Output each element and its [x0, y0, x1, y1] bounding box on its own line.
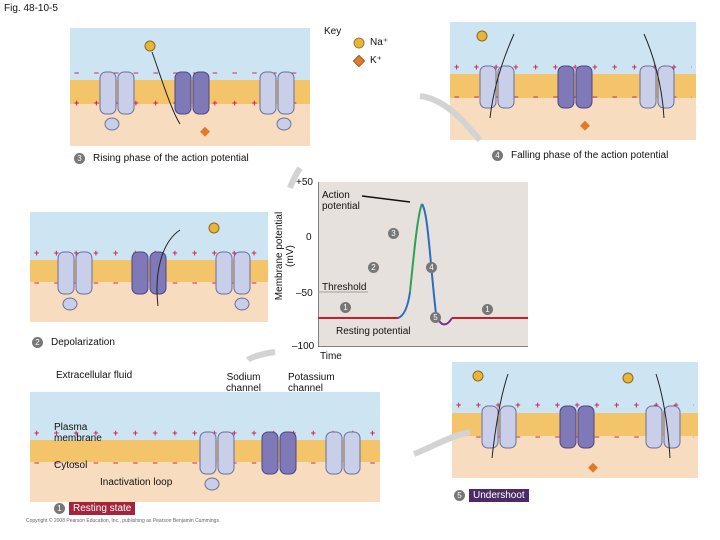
step-5-label: 5 Undershoot	[454, 489, 529, 502]
action-label-line2: potential	[322, 201, 360, 212]
phase-mark-2: 2	[368, 262, 379, 273]
sodium-channel-line1: Sodium	[226, 372, 261, 383]
step-1-text: Resting state	[69, 502, 136, 515]
channel-diagram-falling	[476, 30, 675, 131]
potassium-channel-label: Potassium channel	[288, 372, 335, 394]
potassium-channel-line2: channel	[288, 383, 324, 394]
action-potential-graph	[318, 182, 528, 347]
step-3-label: 3 Rising phase of the action potential	[74, 152, 253, 165]
potassium-channel-line1: Potassium	[288, 372, 335, 383]
step-4-number: 4	[492, 150, 503, 161]
action-potential-label: Action potential	[322, 190, 360, 212]
plasma-membrane-line2: membrane	[54, 433, 102, 444]
copyright: Copyright © 2008 Pearson Education, Inc.…	[26, 518, 221, 524]
y-axis-label-line2: (mV)	[285, 245, 296, 267]
phase-mark-1b: 1	[482, 304, 493, 315]
phase-mark-3: 3	[388, 228, 399, 239]
panel-falling: + + + + + + + + + + + + + + + + + + − − …	[450, 22, 696, 140]
step-3-text: Rising phase of the action potential	[93, 153, 249, 164]
y-axis-label: Membrane potential (mV)	[274, 196, 296, 316]
channel-diagram-depolarization	[57, 222, 251, 311]
x-axis-label: Time	[320, 351, 342, 362]
tick-minus100: –100	[292, 341, 315, 352]
step-4-label: 4 Falling phase of the action potential	[492, 149, 672, 162]
potassium-ion-icon	[352, 54, 366, 68]
tick-plus50: +50	[296, 177, 313, 188]
falling-curve	[421, 203, 437, 315]
panel-depolarization: + + + + + + + + + + + + + + + + + + − − …	[30, 212, 268, 322]
step-1-number: 1	[54, 503, 65, 514]
action-potential-pointer	[361, 195, 411, 203]
sodium-channel-label: Sodium channel	[226, 372, 261, 394]
legend-title: Key	[324, 26, 342, 37]
sodium-ion-icon	[353, 37, 365, 49]
step-2-text: Depolarization	[51, 337, 115, 348]
y-axis-label-line1: Membrane potential	[274, 211, 285, 301]
phase-mark-4: 4	[426, 262, 437, 273]
panel-rising: − − − − − − − − − − − − − − − − − − + + …	[70, 28, 310, 146]
step-1-label: 1 Resting state	[54, 502, 136, 515]
resting-potential-label: Resting potential	[336, 326, 411, 337]
extracellular-fluid-label: Extracellular fluid	[56, 370, 133, 381]
step-2-number: 2	[32, 337, 43, 348]
action-label-line1: Action	[322, 190, 350, 201]
rising-curve	[409, 203, 423, 293]
legend: Key Na⁺ K⁺	[322, 26, 402, 78]
legend-potassium: K⁺	[370, 55, 382, 66]
step-4-text: Falling phase of the action potential	[511, 150, 669, 161]
step-5-number: 5	[454, 490, 465, 501]
step-2-label: 2 Depolarization	[32, 336, 119, 349]
plasma-membrane-label: Plasma membrane	[54, 422, 102, 444]
step-5-text: Undershoot	[469, 489, 529, 502]
tick-minus50: –50	[296, 288, 313, 299]
cytosol-label: Cytosol	[54, 460, 88, 471]
channel-diagram-undershoot	[472, 370, 681, 473]
tick-0: 0	[306, 232, 312, 243]
figure-label: Fig. 48-10-5	[4, 3, 58, 14]
inactivation-loop-label: Inactivation loop	[100, 477, 173, 488]
depolarization-curve	[397, 291, 411, 319]
phase-mark-1: 1	[340, 302, 351, 313]
panel-resting: + + + + + + + + + + + + + + + + + + + + …	[30, 392, 380, 502]
threshold-label: Threshold	[322, 282, 367, 293]
channel-diagram-rising	[99, 40, 295, 137]
legend-sodium: Na⁺	[370, 37, 389, 48]
step-3-number: 3	[74, 153, 85, 164]
sodium-channel-line2: channel	[226, 383, 262, 394]
panel-undershoot: + + + + + + + + + + + + + + + + + + − − …	[452, 362, 698, 478]
phase-mark-5: 5	[430, 312, 441, 323]
plasma-membrane-line1: Plasma	[54, 422, 88, 433]
channel-diagram-resting	[199, 431, 361, 491]
